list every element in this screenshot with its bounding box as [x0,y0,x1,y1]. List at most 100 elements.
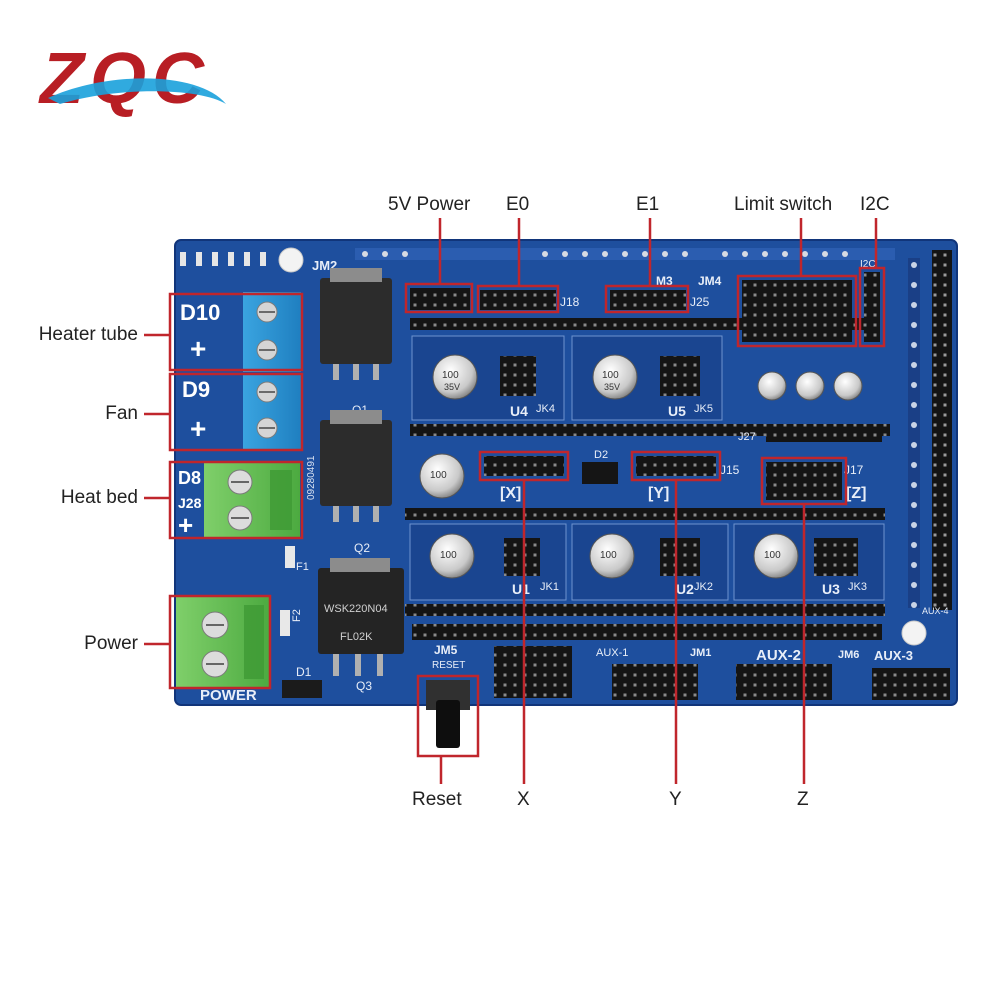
label-e1: E1 [636,194,660,215]
silk-j25: J25 [690,295,710,309]
svg-text:35V: 35V [604,382,620,392]
silk-j17: J17 [844,463,864,477]
silk-x-axis: [X] [500,485,521,502]
silk-u5: U5 [668,403,686,419]
silk-serial: 09280491 [306,455,317,500]
reset-button-component [426,680,470,748]
silk-d8: D8 [178,468,201,488]
silk-d9-plus: + [190,413,206,444]
driver-socket-row-2a [405,508,885,520]
header-i2c [864,272,880,342]
label-reset: Reset [412,789,462,810]
silk-mosfet-code: FL02K [340,631,373,643]
label-power: Power [84,633,138,654]
silk-aux3: AUX-3 [874,648,913,663]
silk-d8-plus: + [178,510,193,540]
label-heat-bed: Heat bed [60,487,138,508]
header-aux3 [872,668,950,700]
fuse-f2 [280,610,290,636]
silk-d10: D10 [180,300,220,325]
capacitor-c9: 100 35V [432,354,478,400]
label-5v-power: 5V Power [388,194,471,215]
silk-power: POWER [200,687,257,704]
label-limit-switch: Limit switch [734,194,833,215]
silk-reset: RESET [432,660,465,671]
silk-aux4: AUX-4 [922,606,949,616]
header-e1 [610,290,686,310]
header-e0 [480,290,556,310]
jumper-jk3 [814,538,858,576]
header-5v-power [410,288,470,310]
silk-jk3: JK3 [848,581,867,593]
silk-jm6: JM6 [838,649,859,661]
callout-box-i2c [858,266,886,348]
fuse-f1 [285,546,295,568]
brand-logo: ZQC [38,39,226,119]
header-bottom-row [412,624,882,640]
diode-d1 [282,680,322,698]
silk-jk2: JK2 [694,581,713,593]
label-z: Z [797,789,809,810]
silk-y-axis: [Y] [648,485,669,502]
silk-j18: J18 [560,295,580,309]
callout-box-heat-bed [168,460,304,540]
mount-hole-top [278,247,304,273]
label-i2c: I2C [860,194,890,215]
capacitor-c7: 100 [589,533,635,579]
header-y-motor [636,456,716,476]
callout-box-power [168,594,272,690]
silk-mosfet-top: WSK220N04 [324,603,388,615]
silk-u1: U1 [512,581,530,597]
label-e0: E0 [506,194,530,215]
svg-text:100: 100 [430,470,447,481]
label-heater-tube: Heater tube [38,324,138,345]
jumper-jk2 [660,538,700,576]
svg-text:35V: 35V [444,382,460,392]
svg-text:100: 100 [600,550,617,561]
header-z-motor [766,462,842,500]
callout-box-fan [168,372,304,452]
silk-jm5: JM5 [434,643,458,657]
silk-q2: Q2 [354,541,370,555]
label-y: Y [669,789,682,810]
jumper-jk4 [500,356,536,396]
silk-aux1: AUX-1 [596,647,628,659]
mount-hole-bottom [901,620,927,646]
silk-j28: J28 [178,495,202,511]
header-aux1 [612,664,698,700]
header-j27 [766,428,882,442]
jumper-jk5 [660,356,700,396]
label-fan: Fan [105,403,138,424]
mosfet-q1: Q1 [320,268,392,417]
edge-header-right [932,250,952,610]
mosfet-q2: Q2 [320,410,392,555]
silk-d10-plus: + [190,333,206,364]
silk-f2: F2 [291,609,303,622]
silk-i2c: I2C [860,259,876,270]
driver-socket-row-2b [405,604,885,616]
silk-d9: D9 [182,377,210,402]
diode-d2 [582,462,618,484]
callout-box-reset [416,674,480,758]
header-limit-switch [742,280,852,342]
silk-u2: U2 [676,581,694,597]
logo-wordmark: ZQC [38,39,210,119]
callout-box-limit-switch [736,274,858,348]
silk-jk1: JK1 [540,581,559,593]
silk-q3: Q3 [356,679,372,693]
jumper-jk1 [504,538,540,576]
silk-m3: M3 [656,274,673,288]
capacitor-c6: 100 [429,533,475,579]
silk-z-axis: [Z] [846,485,866,502]
silk-jm4: JM4 [698,274,722,288]
silk-d2: D2 [594,449,608,461]
silk-jk4: JK4 [536,403,555,415]
capacitor-c10: 100 35V [592,354,638,400]
header-x-motor [484,456,564,476]
callout-graphics [144,218,886,784]
header-aux2 [736,664,832,700]
pcb-board: JM2 POWER [174,239,958,748]
edge-header-right-2 [908,258,920,608]
silk-j15: J15 [720,463,740,477]
